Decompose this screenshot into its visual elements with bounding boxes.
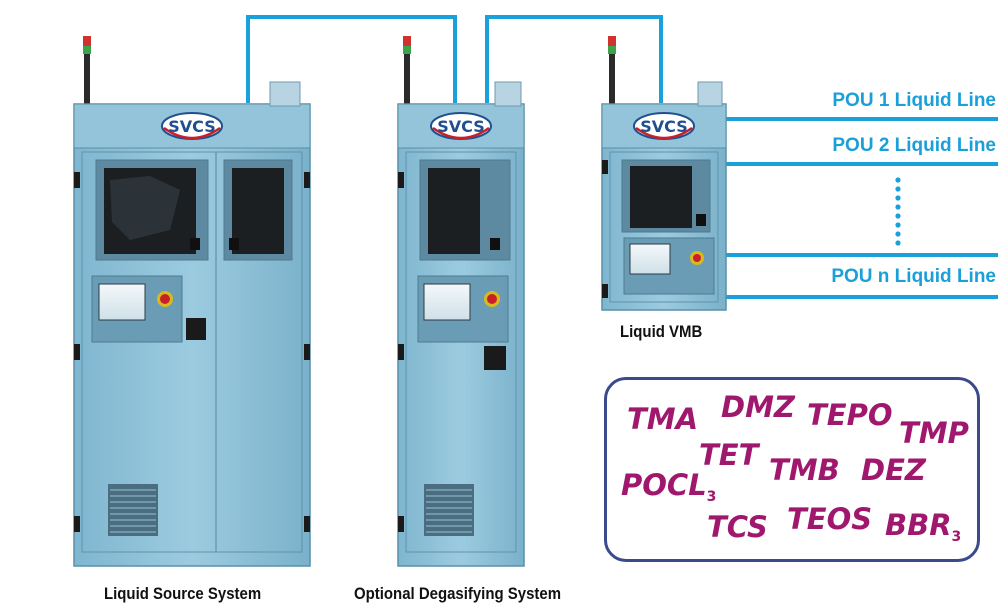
svcs-logo: SVCS bbox=[633, 112, 695, 140]
pou-2-label: POU 2 Liquid Line bbox=[832, 135, 996, 156]
chemical-bbr3: BBR3 bbox=[885, 508, 962, 545]
svcs-logo-text: SVCS bbox=[168, 117, 215, 136]
chemical-dmz: DMZ bbox=[721, 390, 795, 424]
chemical-teos: TEOS bbox=[787, 502, 873, 536]
liquid-vmb-cabinet: SVCS bbox=[601, 36, 727, 311]
signal-tower bbox=[609, 36, 615, 106]
degasifying-cabinet: SVCS bbox=[397, 36, 525, 567]
pou-n-label: POU n Liquid Line bbox=[831, 266, 996, 287]
continuation-dots bbox=[895, 177, 901, 246]
degas-to-vmb-line bbox=[485, 15, 663, 103]
chemical-tet: TET bbox=[699, 438, 759, 472]
chemical-tmb: TMB bbox=[769, 453, 840, 487]
degasifying-system-label: Optional Degasifying System bbox=[354, 584, 562, 603]
process-lines bbox=[246, 15, 998, 299]
chemicals-box: TMA DMZ TEPO TMP TET TMB DEZ POCL3 TCS T… bbox=[604, 377, 980, 562]
chemical-pocl3: POCL3 bbox=[621, 468, 717, 505]
source-to-degas-line bbox=[246, 15, 457, 103]
chemical-tma: TMA bbox=[627, 402, 699, 436]
signal-tower bbox=[84, 36, 90, 106]
liquid-source-cabinet: SVCS bbox=[73, 36, 311, 567]
chemical-dez: DEZ bbox=[861, 453, 926, 487]
pou-1-label: POU 1 Liquid Line bbox=[832, 90, 996, 111]
liquid-source-system-label: Liquid Source System bbox=[104, 584, 262, 603]
svcs-logo: SVCS bbox=[161, 112, 223, 140]
chemical-tmp: TMP bbox=[899, 416, 969, 450]
signal-tower bbox=[404, 36, 410, 106]
svcs-logo-text: SVCS bbox=[437, 117, 484, 136]
svcs-logo: SVCS bbox=[430, 112, 492, 140]
chemical-tepo: TEPO bbox=[807, 398, 893, 432]
svcs-logo-text: SVCS bbox=[640, 117, 687, 136]
chemical-tcs: TCS bbox=[707, 510, 768, 544]
liquid-vmb-label: Liquid VMB bbox=[620, 322, 703, 341]
